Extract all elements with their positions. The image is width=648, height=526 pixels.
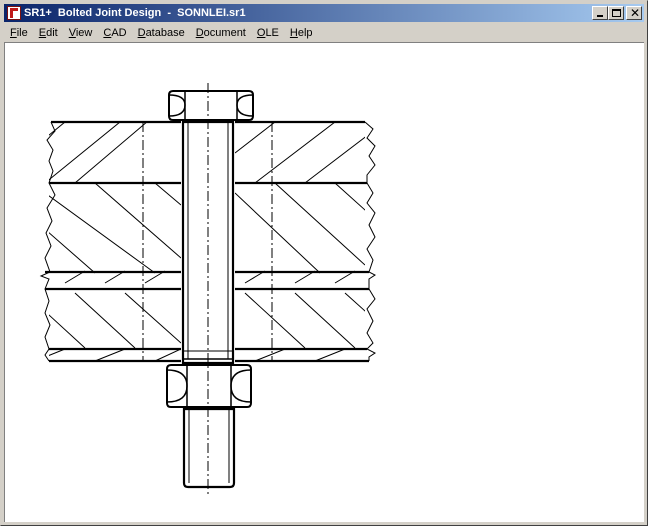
bolted-joint-drawing — [39, 83, 376, 495]
menu-file[interactable]: File — [10, 26, 28, 39]
maximize-button[interactable] — [608, 6, 624, 20]
menu-cad[interactable]: CAD — [103, 26, 127, 39]
hex-bolt-head — [168, 90, 254, 121]
menu-ole[interactable]: OLE — [256, 26, 279, 39]
drawing-canvas[interactable] — [4, 42, 644, 522]
title-bar[interactable]: SR1+ Bolted Joint Design - SONNLEI.sr1 ✕ — [4, 4, 644, 22]
plate-edges — [45, 120, 369, 363]
bolt-thread-end — [182, 407, 236, 489]
menu-view[interactable]: View — [68, 26, 93, 39]
minimize-button[interactable] — [592, 6, 608, 20]
hole-center-lines — [142, 122, 273, 361]
close-icon: ✕ — [630, 6, 641, 20]
close-button[interactable]: ✕ — [626, 6, 642, 20]
menu-document[interactable]: Document — [195, 26, 246, 39]
maximize-icon — [612, 9, 621, 17]
window-title: SR1+ Bolted Joint Design - SONNLEI.sr1 — [24, 7, 246, 19]
hex-nut — [166, 364, 252, 408]
minimize-icon — [597, 15, 603, 17]
menu-database[interactable]: Database — [137, 26, 185, 39]
menu-help[interactable]: Help — [289, 26, 313, 39]
menu-edit[interactable]: Edit — [38, 26, 58, 39]
app-icon[interactable] — [7, 6, 21, 20]
break-lines — [39, 121, 376, 362]
plate-hatching-right — [235, 122, 365, 362]
caption-buttons: ✕ — [592, 6, 642, 20]
menu-bar: File Edit View CAD Database Document OLE… — [4, 23, 644, 42]
plate-hatching-left — [49, 122, 181, 362]
